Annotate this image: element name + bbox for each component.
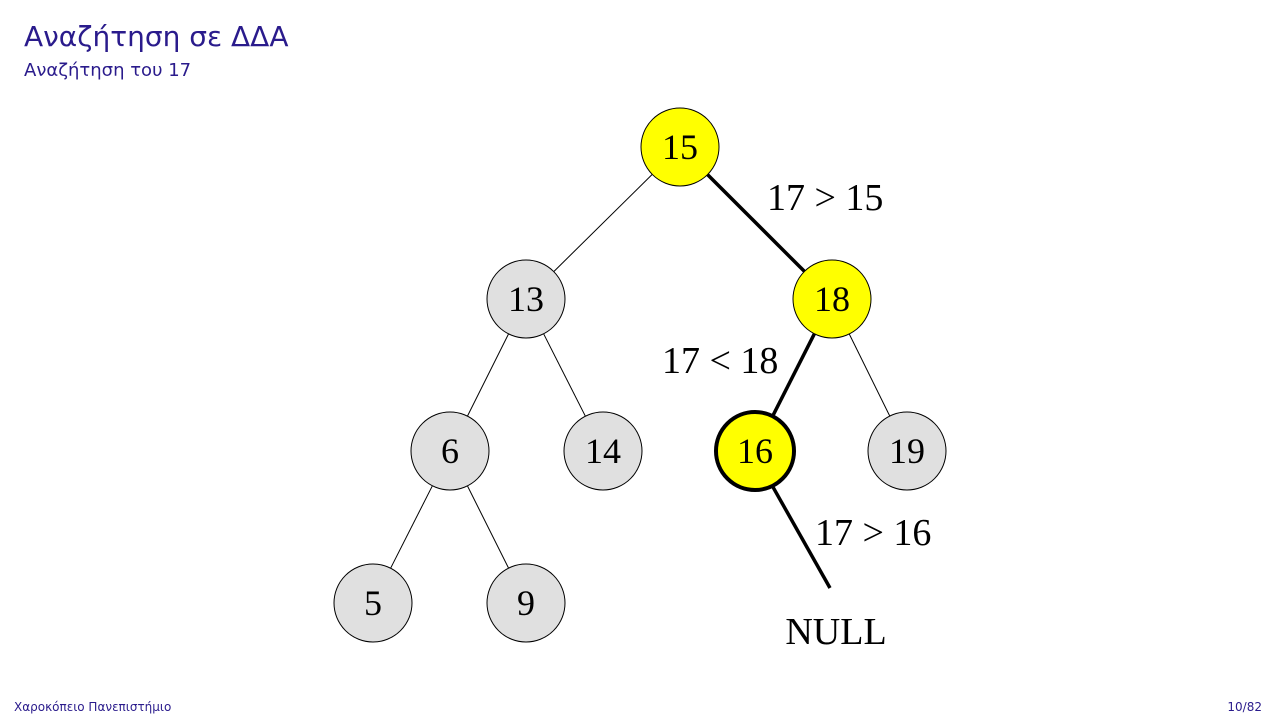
tree-node-label: 9 bbox=[517, 583, 535, 623]
comparison-label: 17 < 18 bbox=[662, 340, 778, 382]
tree-node-19 bbox=[867, 411, 947, 491]
edge-n13-n14 bbox=[543, 333, 586, 417]
null-leaf-label: NULL bbox=[785, 611, 886, 653]
tree-node-14 bbox=[563, 411, 643, 491]
tree-node-5 bbox=[333, 563, 413, 643]
edge-n6-n9 bbox=[466, 485, 510, 569]
comparison-label: 17 > 15 bbox=[767, 177, 883, 219]
page-number: 10/82 bbox=[1227, 700, 1262, 714]
edge-n6-n5 bbox=[390, 485, 433, 569]
edge-n13-n6 bbox=[466, 333, 510, 417]
tree-node-18 bbox=[792, 259, 872, 339]
edge-n18-n16 bbox=[771, 332, 816, 418]
tree-node-label: 19 bbox=[889, 431, 925, 471]
tree-node-9 bbox=[486, 563, 566, 643]
tree-node-label: 13 bbox=[508, 279, 544, 319]
tree-node-label: 18 bbox=[814, 279, 850, 319]
edge-n15-n18 bbox=[706, 173, 806, 273]
slide-title: Αναζήτηση σε ΔΔΑ bbox=[24, 20, 289, 53]
edge-n16-null bbox=[770, 485, 832, 589]
comparison-label: 17 > 16 bbox=[815, 512, 931, 554]
edge-n15-n13 bbox=[553, 174, 653, 272]
tree-node-label: 14 bbox=[585, 431, 621, 471]
tree-node-label: 5 bbox=[364, 583, 382, 623]
tree-node-label: 6 bbox=[441, 431, 459, 471]
footer-institution: Χαροκόπειο Πανεπιστήμιο bbox=[14, 700, 172, 714]
tree-node-label: 16 bbox=[737, 431, 773, 471]
tree-node-label: 15 bbox=[662, 127, 698, 167]
slide-subtitle: Αναζήτηση του 17 bbox=[24, 60, 192, 81]
tree-node-6 bbox=[410, 411, 490, 491]
edge-n18-n19 bbox=[848, 333, 891, 417]
tree-node-16 bbox=[714, 410, 796, 492]
tree-node-15 bbox=[640, 107, 720, 187]
tree-node-13 bbox=[486, 259, 566, 339]
